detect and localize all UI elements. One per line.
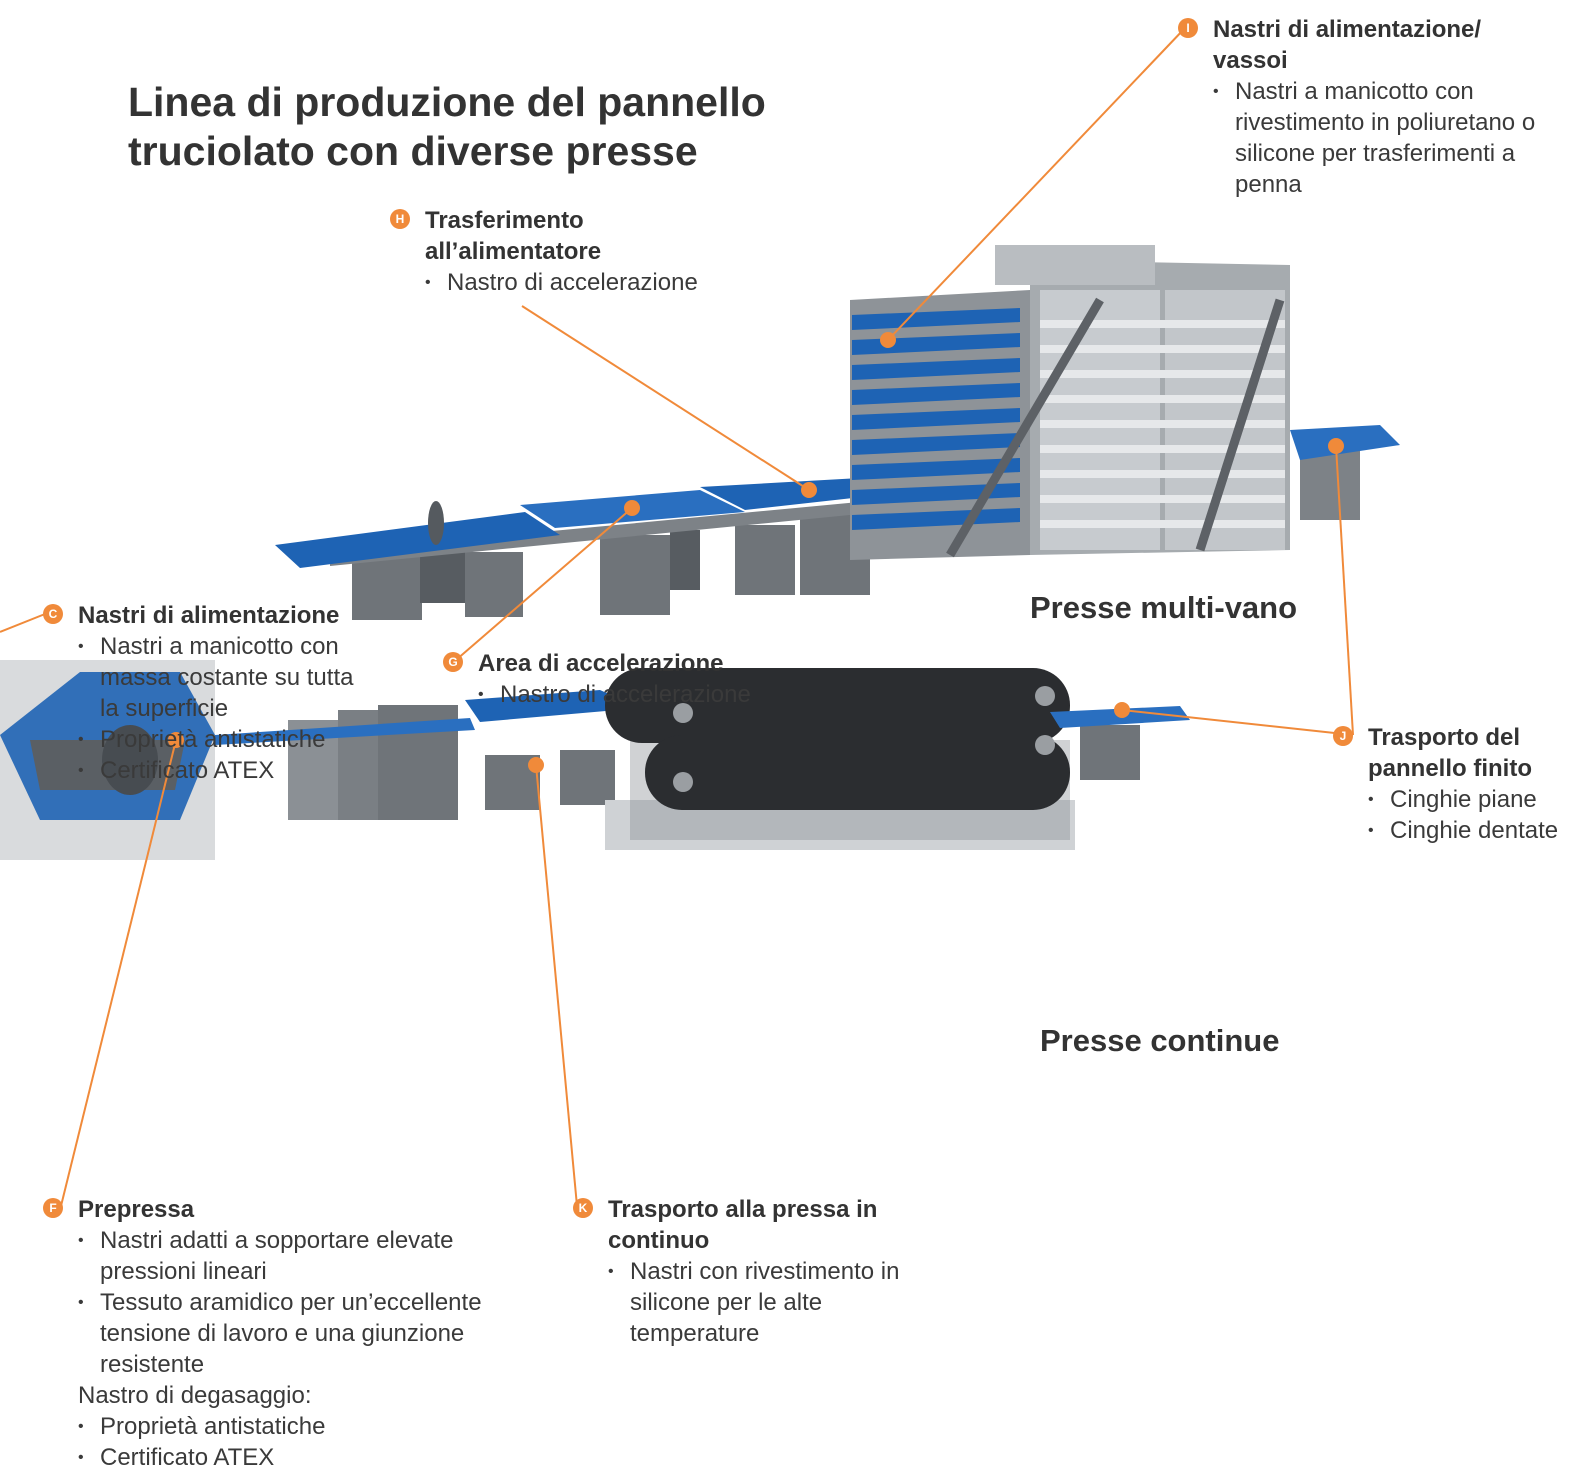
callout-item: Cinghie piane — [1368, 784, 1563, 815]
callout-title-g: Area di accelerazione — [478, 650, 724, 677]
transfer-belt — [700, 478, 880, 510]
callout-k: K Trasporto alla pressa in continuo Nastr… — [573, 1194, 938, 1349]
upper-feed-belt — [275, 512, 560, 568]
callout-badge-c: C — [43, 604, 63, 624]
callout-title-i: Nastri di alimentazione/ vassoi — [1213, 16, 1482, 74]
upper-conveyor-line — [275, 478, 880, 620]
callout-item: Certificato ATEX — [78, 1442, 548, 1473]
callout-title-j: Trasporto del pannello finito — [1368, 724, 1532, 782]
callout-item: Tessuto aramidico per un’eccellente tens… — [78, 1287, 548, 1380]
callout-item: Proprietà antistatiche — [78, 1411, 548, 1442]
callout-h: H Trasferimento all’alimentatore Nastro d… — [390, 205, 745, 298]
callout-badge-k: K — [573, 1198, 593, 1218]
finished-panel-belt-upper — [1290, 425, 1400, 460]
callout-g: G Area di accelerazione Nastro di acceler… — [443, 648, 808, 710]
callout-title-h: Trasferimento all’alimentatore — [425, 207, 602, 265]
multi-opening-press — [850, 245, 1400, 560]
callout-item: Nastri a manicotto con massa costante su… — [78, 631, 358, 724]
callout-item: Nastri a manicotto con rivestimento in p… — [1213, 76, 1543, 200]
callout-j: J Trasporto del pannello finito Cinghie p… — [1333, 722, 1563, 846]
callout-item: Nastri con rivestimento in silicone per … — [608, 1256, 938, 1349]
callout-item: Proprietà antistatiche — [78, 724, 358, 755]
section-label-continuous: Presse continue — [1040, 1023, 1280, 1058]
callout-item: Cinghie dentate — [1368, 815, 1563, 846]
continuous-press-lower — [645, 735, 1070, 810]
callout-item: Nastro di accelerazione — [478, 679, 808, 710]
page-title: Linea di produzione del pannello truciol… — [128, 79, 766, 174]
callout-subtitle: Nastro di degasaggio: — [78, 1382, 312, 1409]
callout-badge-g: G — [443, 652, 463, 672]
callout-item: Nastri adatti a sopportare elevate press… — [78, 1225, 548, 1287]
callout-i: I Nastri di alimentazione/ vassoi Nastri … — [1178, 14, 1543, 200]
callout-item: Certificato ATEX — [78, 755, 358, 786]
callout-f: F Prepressa Nastri adatti a sopportare el… — [43, 1194, 548, 1473]
section-label-multi: Presse multi-vano — [1030, 590, 1298, 625]
callout-title-k: Trasporto alla pressa in continuo — [608, 1196, 878, 1254]
callout-badge-h: H — [390, 209, 410, 229]
callout-c: C Nastri di alimentazione Nastri a manico… — [43, 600, 358, 786]
callout-badge-j: J — [1333, 726, 1353, 746]
callout-title-f: Prepressa — [78, 1196, 195, 1223]
callout-badge-f: F — [43, 1198, 63, 1218]
callout-badge-i: I — [1178, 18, 1198, 38]
callout-item: Nastro di accelerazione — [425, 267, 745, 298]
callout-title-c: Nastri di alimentazione — [78, 602, 340, 629]
